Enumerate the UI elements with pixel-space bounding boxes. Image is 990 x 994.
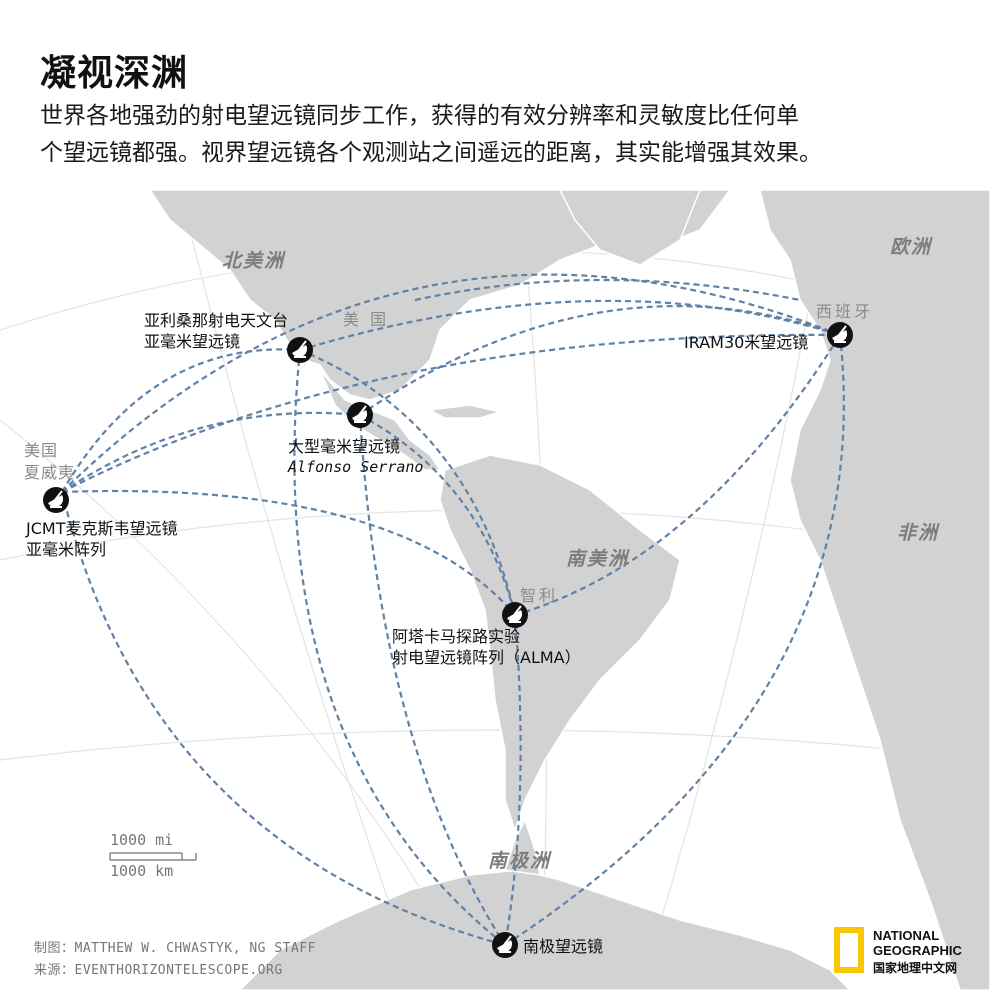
header: 凝视深渊 世界各地强劲的射电望远镜同步工作，获得的有效分辨率和灵敏度比任何单 个…: [0, 0, 990, 190]
label-spain: 西班牙: [816, 302, 874, 321]
marker-arizona-icon: [286, 336, 314, 364]
marker-lmt-icon: [346, 401, 374, 429]
scale-miles: 1000 mi: [110, 831, 174, 849]
marker-hawaii-icon: [42, 486, 70, 514]
label-arizona: 亚利桑那射电天文台 亚毫米望远镜: [144, 310, 288, 352]
label-hawaii-site-line1: JCMT麦克斯韦望远镜: [26, 519, 178, 538]
logo-line1: NATIONAL: [873, 928, 940, 943]
label-chile: 智利: [520, 586, 559, 605]
greenland-shape: [558, 189, 702, 266]
logo-line3: 国家地理中文网: [873, 961, 958, 975]
label-alma-line1: 阿塔卡马探路实验: [392, 627, 521, 646]
baselines: [60, 273, 845, 947]
land: [148, 189, 990, 991]
label-lmt-line1: 大型毫米望远镜: [288, 437, 401, 456]
label-arizona-line1: 亚利桑那射电天文台: [144, 311, 289, 330]
subtitle-line-2: 个望远镜都强。视界望远镜各个观测站之间遥远的距离，其实能增强其效果。: [40, 140, 822, 166]
label-alma: 阿塔卡马探路实验 射电望远镜阵列（ALMA）: [392, 626, 581, 668]
label-hawaii-line1: 美国: [24, 441, 59, 460]
label-lmt: 大型毫米望远镜 Alfonso Serrano: [288, 436, 423, 478]
page-title: 凝视深渊: [40, 53, 189, 94]
label-lmt-line2: Alfonso Serrano: [288, 458, 424, 476]
label-alma-line2: 射电望远镜阵列（ALMA）: [392, 648, 581, 667]
europe-africa-shape: [759, 189, 990, 991]
credit-graphic: 制图：MATTHEW W. CHWASTYK, NG STAFF: [34, 941, 316, 956]
label-south-america: 南美洲: [566, 548, 630, 570]
label-antarctica: 南极洲: [488, 850, 552, 872]
caribbean-shape: [427, 404, 503, 419]
label-iram: IRAM30米望远镜: [684, 333, 809, 352]
label-europe: 欧洲: [890, 236, 933, 258]
antarctic-peninsula-shape: [504, 818, 541, 876]
subtitle-line-1: 世界各地强劲的射电望远镜同步工作，获得的有效分辨率和灵敏度比任何单: [40, 103, 799, 129]
label-hawaii-site: JCMT麦克斯韦望远镜 亚毫米阵列: [26, 518, 177, 560]
label-hawaii: 美国 夏威夷: [24, 440, 75, 484]
marker-iram-icon: [826, 321, 854, 349]
map: 北美洲 欧洲 南美洲 非洲 南极洲 美 国 西班牙 智利 美国 夏威夷 亚利桑那…: [0, 189, 990, 991]
label-south-pole: 南极望远镜: [523, 937, 604, 956]
map-graphic: [0, 189, 990, 991]
label-north-america: 北美洲: [222, 250, 286, 272]
label-arizona-line2: 亚毫米望远镜: [144, 332, 241, 351]
label-usa: 美 国: [343, 310, 390, 329]
label-hawaii-line2: 夏威夷: [24, 463, 76, 482]
marker-south-pole-icon: [491, 931, 519, 959]
label-hawaii-site-line2: 亚毫米阵列: [26, 540, 107, 559]
antarctica-shape: [238, 869, 852, 991]
credit-source: 来源：EVENTHORIZONTELESCOPE.ORG: [34, 963, 283, 978]
scale-km: 1000 km: [110, 862, 174, 880]
label-africa: 非洲: [897, 522, 940, 544]
logo-line2: GEOGRAPHIC: [873, 943, 962, 958]
national-geographic-logo-icon: [834, 927, 864, 973]
scale-bar: [109, 852, 197, 861]
page-subtitle: 世界各地强劲的射电望远镜同步工作，获得的有效分辨率和灵敏度比任何单 个望远镜都强…: [40, 98, 940, 172]
south-america-shape: [439, 454, 681, 833]
